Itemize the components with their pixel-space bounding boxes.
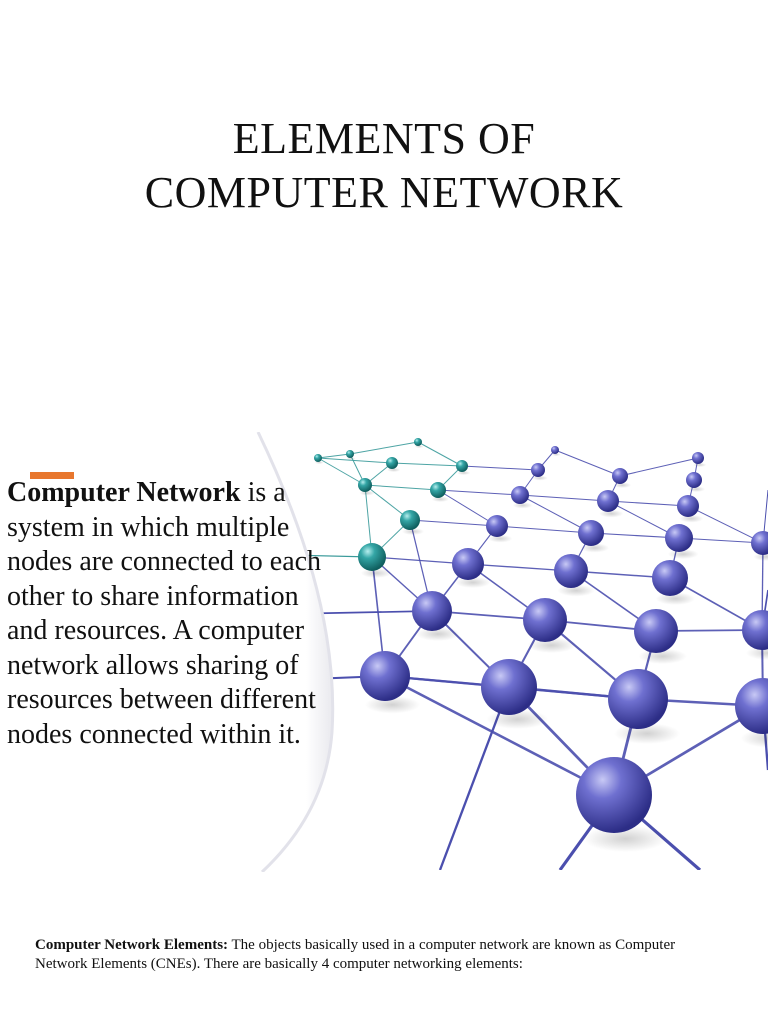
node-shadow xyxy=(486,709,549,729)
node-shadow xyxy=(512,502,533,509)
node-shadow xyxy=(457,470,471,475)
node-shadow xyxy=(360,568,392,578)
footer-term: Computer Network Elements: xyxy=(35,937,229,953)
node-shadow xyxy=(551,453,561,456)
node-shadow xyxy=(359,490,375,496)
network-link xyxy=(590,532,680,539)
network-node xyxy=(735,678,768,734)
network-node xyxy=(386,457,398,469)
network-link xyxy=(349,441,419,455)
node-shadow xyxy=(414,445,424,448)
network-link xyxy=(619,457,699,477)
network-link xyxy=(519,494,609,502)
footer-paragraph: Computer Network Elements: The objects b… xyxy=(35,936,725,973)
network-node xyxy=(412,591,452,631)
node-shadow xyxy=(614,723,680,744)
network-nodes-illustration-icon xyxy=(0,430,768,870)
network-node xyxy=(608,669,668,729)
network-node xyxy=(576,757,652,833)
network-link xyxy=(384,674,615,797)
network-node xyxy=(652,560,688,596)
network-link xyxy=(437,489,521,496)
network-link xyxy=(317,453,351,459)
network-node xyxy=(751,531,768,555)
network-node xyxy=(686,472,702,488)
node-shadow xyxy=(314,461,324,464)
node-shadow xyxy=(455,576,491,588)
network-node xyxy=(511,486,529,504)
network-node xyxy=(665,524,693,552)
network-node xyxy=(414,438,422,446)
node-shadow xyxy=(580,543,610,553)
node-shadow xyxy=(693,462,707,467)
network-link xyxy=(364,484,439,491)
node-shadow xyxy=(387,467,401,472)
network-node xyxy=(523,598,567,642)
network-node xyxy=(430,482,446,498)
page-title-line-1: ELEMENTS OF xyxy=(232,114,536,163)
node-shadow xyxy=(679,514,704,523)
network-node xyxy=(634,609,678,653)
network-node xyxy=(358,543,386,571)
node-shadow xyxy=(655,592,696,605)
node-shadow xyxy=(402,528,424,535)
network-link xyxy=(496,525,592,534)
network-link xyxy=(317,457,393,464)
node-shadow xyxy=(365,696,420,714)
network-link xyxy=(391,462,463,467)
network-node xyxy=(456,460,468,472)
network-link xyxy=(437,489,498,527)
definition-body: is a system in which multiple nodes are … xyxy=(7,477,322,750)
network-link xyxy=(409,519,498,527)
network-node xyxy=(452,548,484,580)
network-node xyxy=(358,478,372,492)
network-node xyxy=(612,468,628,484)
node-shadow xyxy=(346,457,356,460)
node-shadow xyxy=(687,486,706,492)
network-node xyxy=(486,515,508,537)
definition-paragraph: Computer Network is a system in which mu… xyxy=(7,476,337,752)
network-node xyxy=(742,610,768,650)
page-title: ELEMENTS OF COMPUTER NETWORK xyxy=(0,112,768,220)
node-shadow xyxy=(557,584,595,597)
network-link xyxy=(467,563,572,572)
network-link xyxy=(461,465,539,471)
network-node xyxy=(481,659,537,715)
node-shadow xyxy=(431,496,450,502)
network-node xyxy=(554,554,588,588)
network-node xyxy=(346,450,354,458)
network-link xyxy=(519,494,592,534)
node-shadow xyxy=(416,627,460,641)
text-panel-background xyxy=(0,432,335,872)
node-shadow xyxy=(638,648,687,664)
network-link xyxy=(417,441,463,467)
network-node xyxy=(578,520,604,546)
node-shadow xyxy=(667,549,699,559)
definition-term: Computer Network xyxy=(7,477,241,508)
network-link xyxy=(607,500,689,507)
page-title-line-2: COMPUTER NETWORK xyxy=(144,168,624,217)
node-shadow xyxy=(613,482,632,488)
network-node xyxy=(597,490,619,512)
network-node xyxy=(692,452,704,464)
footer-body: The objects basically used in a computer… xyxy=(35,937,676,972)
network-node xyxy=(400,510,420,530)
node-shadow xyxy=(599,509,624,518)
accent-bar xyxy=(30,472,74,479)
network-node xyxy=(551,446,559,454)
network-node xyxy=(531,463,545,477)
network-node xyxy=(677,495,699,517)
network-link xyxy=(678,537,764,544)
network-link xyxy=(554,449,621,477)
network-node xyxy=(360,651,410,701)
network-node xyxy=(314,454,322,462)
node-shadow xyxy=(527,637,576,653)
node-shadow xyxy=(532,475,548,481)
node-shadow xyxy=(488,534,513,543)
network-link xyxy=(317,457,366,486)
network-link xyxy=(687,505,764,544)
node-shadow xyxy=(583,825,668,852)
